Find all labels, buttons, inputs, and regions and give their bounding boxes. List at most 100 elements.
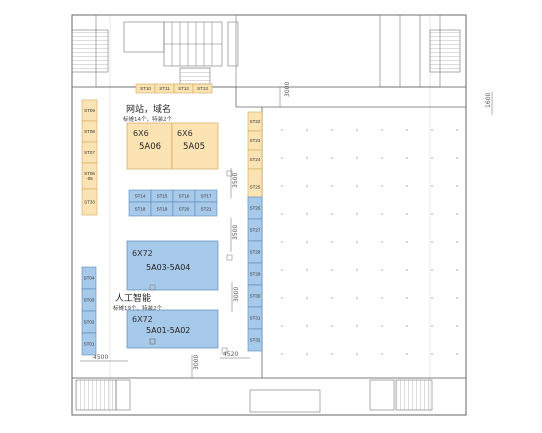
column-dot [331,241,333,243]
column-dot [431,185,433,187]
booth-st02[interactable]: ST02 [81,310,97,334]
column-dot [431,353,433,355]
booth-label: ST09 [84,108,95,113]
booth-st03[interactable]: ST03 [81,288,97,312]
booth-st22[interactable]: ST22 [247,111,263,132]
column-dot [406,297,408,299]
booth-label: ST25 [250,185,261,190]
column-dot [306,297,308,299]
booth-st32[interactable]: ST32 [247,328,263,352]
column-dot [406,353,408,355]
booth-label: ST03 [84,298,95,303]
booth-size: 6X6 [133,129,149,138]
dim-3000-top: 3000 [284,82,291,97]
column-dot [306,185,308,187]
booth-st27[interactable]: ST27 [247,218,263,242]
column-dot [281,241,283,243]
booth-label: ST02 [84,320,95,325]
zone-subtitle-website-domain: 标摊14个，特装2个 [123,115,172,123]
special-booth-5A05[interactable]: 6X6 5A05 [171,122,219,170]
column-dot [331,325,333,327]
booth-st29[interactable]: ST29 [247,262,263,286]
special-booth-5A01-5A02[interactable]: 6X72 5A01-5A02 [126,309,219,349]
booth-st09[interactable]: ST09 [81,99,98,122]
special-booth-5A06[interactable]: 6X6 5A06 [126,122,173,170]
column-dot [456,241,458,243]
booth-st26[interactable]: ST26 [247,196,263,220]
booth-label: ST18 [135,207,146,212]
column-dot [456,213,458,215]
column-dot [381,241,383,243]
column-dot [356,269,358,271]
booth-label: ST29 [250,272,261,277]
booth-st05-06[interactable]: ST05-06 [81,162,98,190]
column-dot [331,129,333,131]
zone-title-ai: 人工智能 [115,292,151,304]
booth-st12[interactable]: ST12 [173,83,194,94]
column-dot [381,157,383,159]
booth-st07[interactable]: ST07 [81,141,98,164]
column-dot [281,269,283,271]
booth-st16[interactable]: ST16 [172,189,196,203]
booth-st04[interactable]: ST04 [81,266,97,290]
booth-st20[interactable]: ST20 [172,201,196,217]
column-dot [331,297,333,299]
booth-label: ST21 [201,207,212,212]
booth-st10[interactable]: ST10 [135,83,156,94]
booth-st30[interactable]: ST30 [247,284,263,308]
booth-st21[interactable]: ST21 [194,201,218,217]
column-dot [381,297,383,299]
column-dot [331,185,333,187]
column-dot [356,325,358,327]
column-dot [406,213,408,215]
column-dot [331,353,333,355]
booth-st19[interactable]: ST19 [150,201,174,217]
booth-size: 6X6 [177,129,193,138]
booth-st23[interactable]: ST23 [247,130,263,151]
booth-label: ST19 [157,207,168,212]
column-dot [281,213,283,215]
zone-title-website-domain: 网站，域名 [126,103,171,115]
booth-st33[interactable]: ST33 [81,188,98,216]
column-dot [306,129,308,131]
booth-code: 5A01-5A02 [146,326,190,335]
booth-st18[interactable]: ST18 [128,201,152,217]
column-dot [381,185,383,187]
column-dot [281,185,283,187]
booth-st24[interactable]: ST24 [247,149,263,170]
column-dot [356,185,358,187]
toilet-stalls [164,22,222,66]
booth-st11[interactable]: ST11 [154,83,175,94]
dimension-lines [80,87,493,378]
booth-st13[interactable]: ST13 [192,83,213,94]
booth-code: 5A06 [139,142,161,152]
column-dot [381,325,383,327]
column-dot [281,157,283,159]
booth-st15[interactable]: ST15 [150,189,174,203]
booth-label: ST24 [250,157,261,162]
booth-st01[interactable]: ST01 [81,332,97,356]
column-dot [306,353,308,355]
booth-st31[interactable]: ST31 [247,306,263,330]
booth-label: ST31 [250,316,261,321]
booth-st28[interactable]: ST28 [247,240,263,264]
booth-label: ST26 [250,206,261,211]
special-booth-5A03-5A04[interactable]: 6X72 5A03-5A04 [126,240,219,291]
column-dot [456,129,458,131]
booth-label: ST33 [84,200,95,205]
booth-label: ST12 [178,86,189,91]
booth-label: ST07 [84,150,95,155]
column-dot [306,325,308,327]
column-dot [306,157,308,159]
booth-label: ST27 [250,228,261,233]
column-dot [406,241,408,243]
column-dot [431,157,433,159]
booth-st14[interactable]: ST14 [128,189,152,203]
booth-label: ST13 [197,86,208,91]
booth-label: ST28 [250,250,261,255]
booth-st17[interactable]: ST17 [194,189,218,203]
booth-st08[interactable]: ST08 [81,120,98,143]
booth-label: -06 [86,176,93,181]
